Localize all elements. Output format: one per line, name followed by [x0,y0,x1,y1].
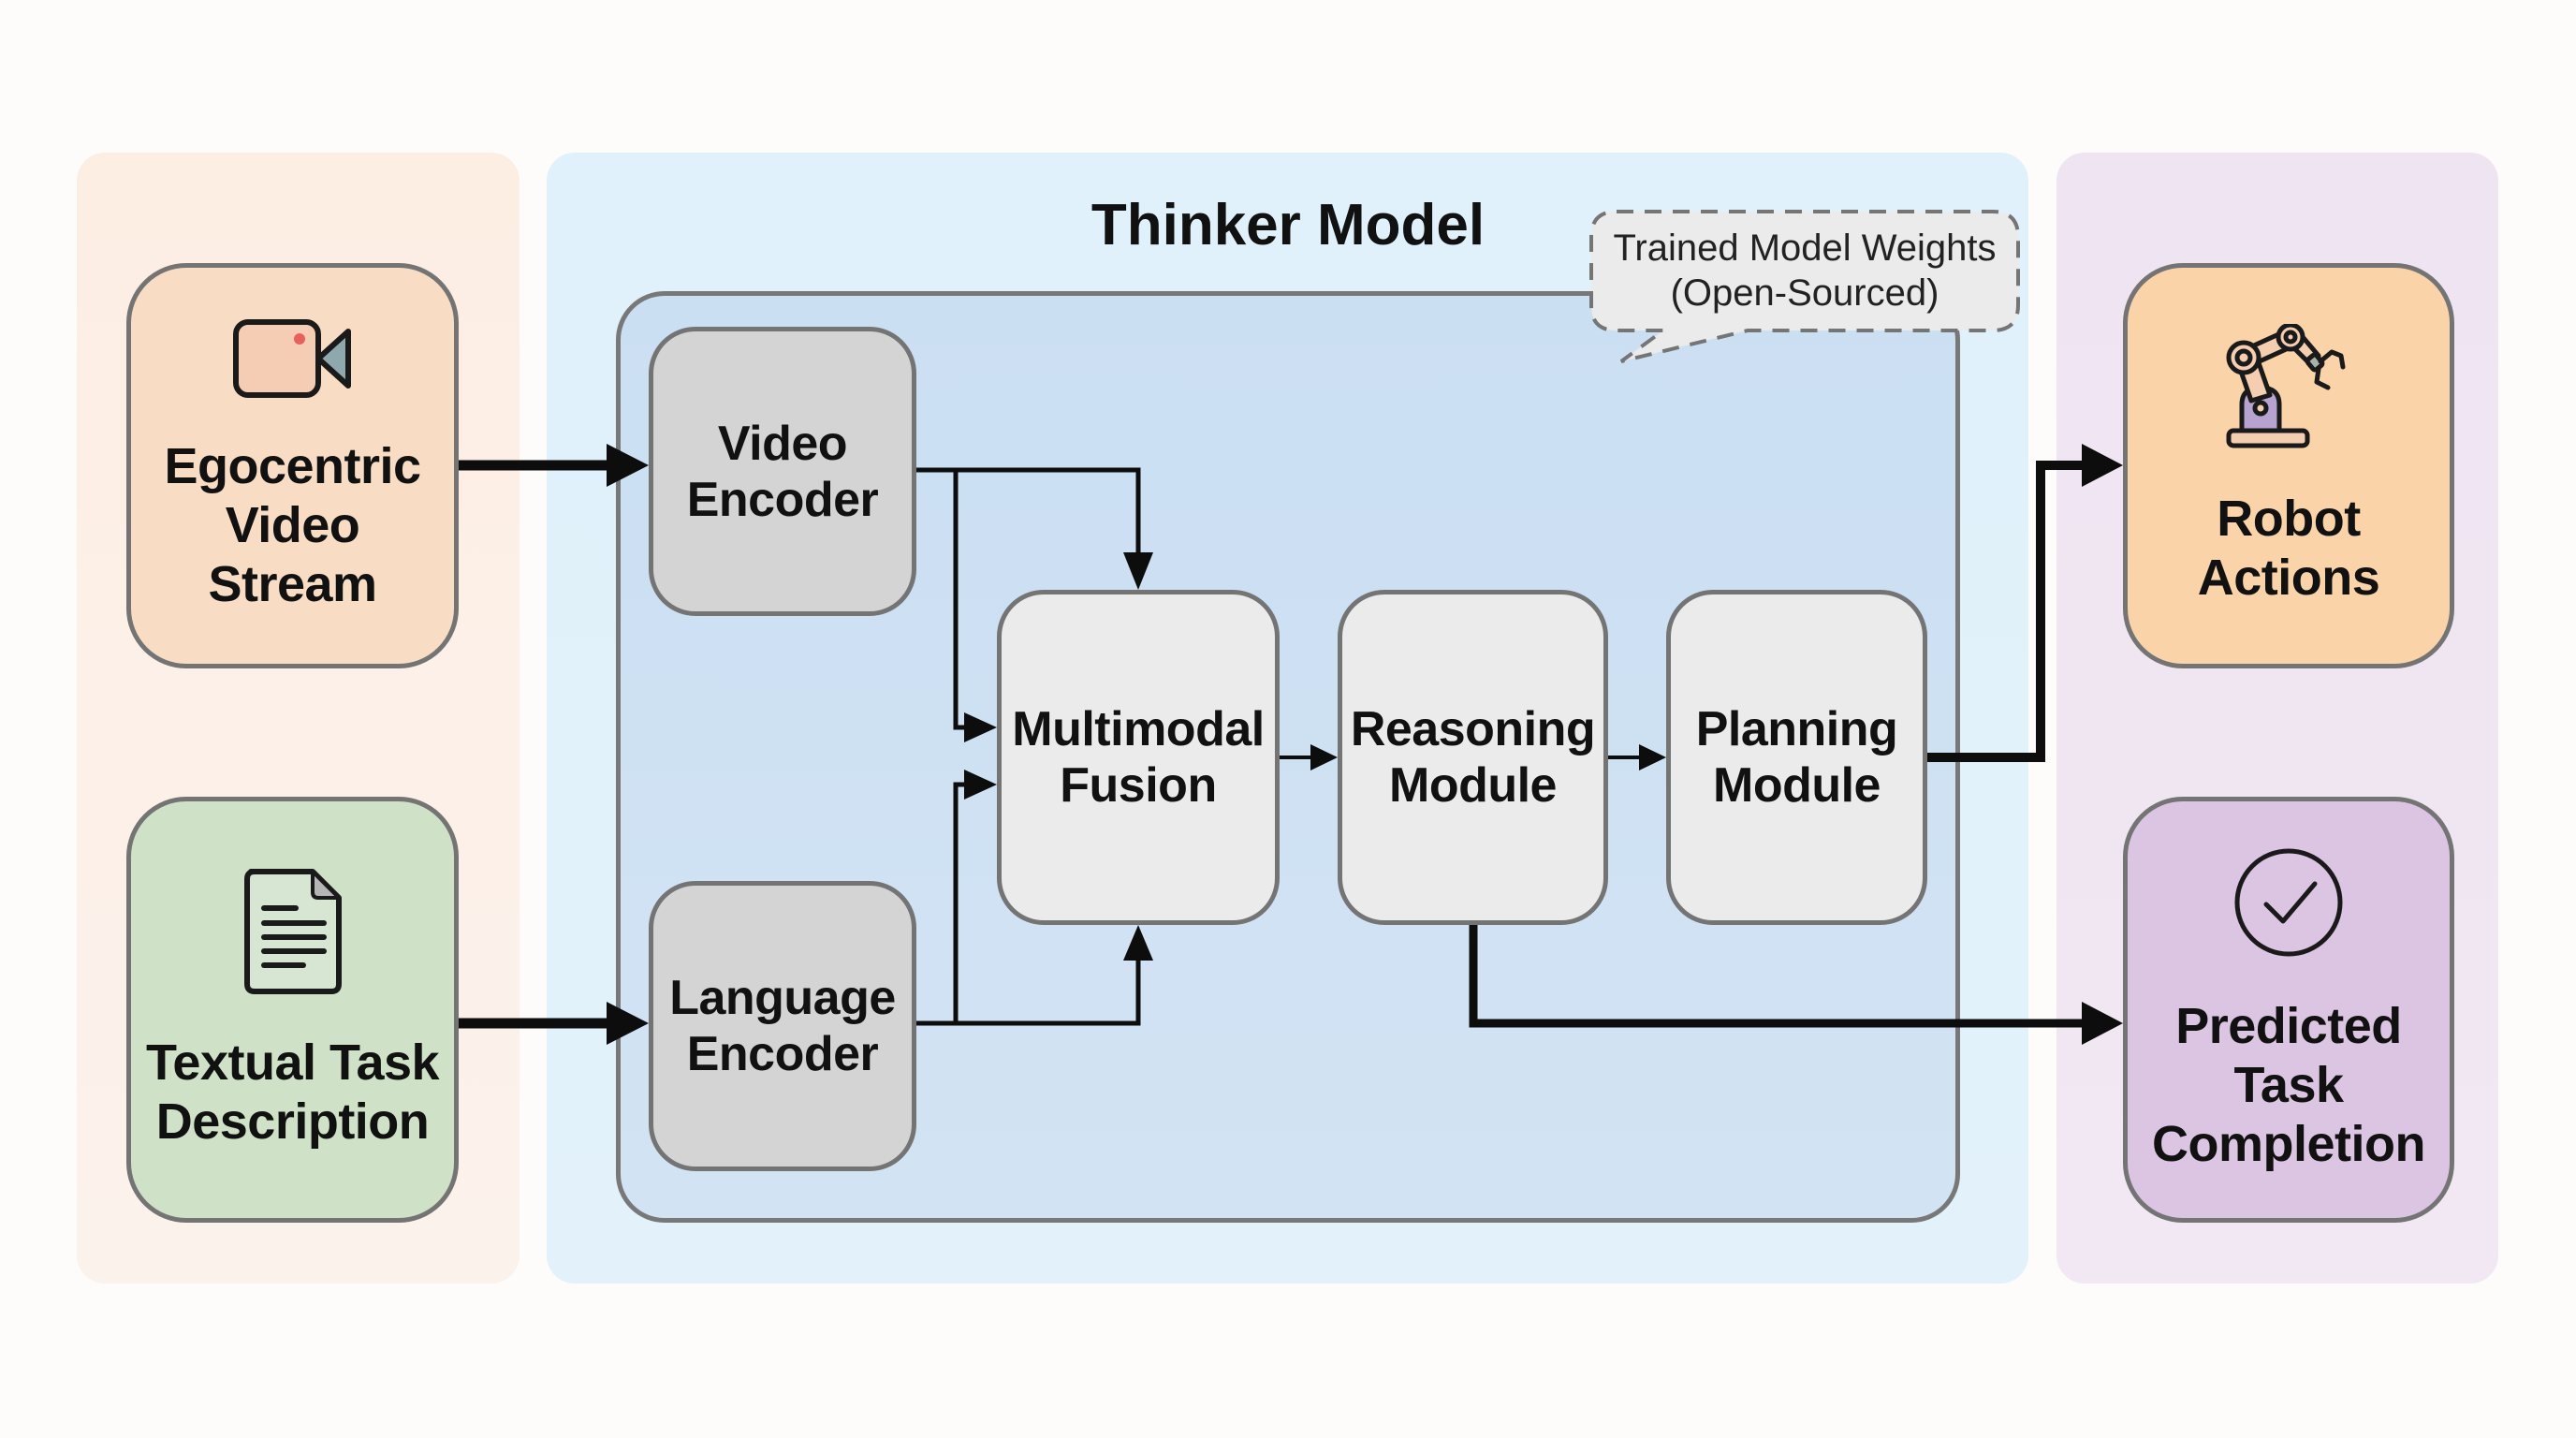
planning-module-box: Planning Module [1666,590,1927,925]
video-encoder-label: Video Encoder [686,416,879,527]
thinker-model-title: Thinker Model [1090,193,1486,257]
arrowhead-reasoning [1310,744,1338,770]
arrowhead-language-encoder [607,1002,649,1045]
video-camera-icon [232,318,354,404]
callout-line-2: (Open-Sourced) [1670,272,1939,314]
robot-actions-box: Robot Actions [2123,263,2454,668]
arrow-video-encoder-to-fusion-top [916,467,1141,566]
video-encoder-box: Video Encoder [649,327,916,616]
arrow-language-encoder-to-fusion-bottom [916,946,1141,1026]
arrowhead-fusion-left-upper [964,712,997,742]
check-circle-icon [2232,846,2345,963]
arrow-language-encoder-to-fusion-left [953,782,973,1023]
reasoning-module-label: Reasoning Module [1350,702,1596,813]
reasoning-module-box: Reasoning Module [1338,590,1608,925]
arrow-planning-to-robot-actions [1927,461,2092,762]
document-icon [242,868,344,1000]
robot-arm-icon [2223,322,2354,456]
arrowhead-fusion-bottom [1123,925,1153,961]
arrowhead-planning [1639,744,1666,770]
arrowhead-video-encoder [607,444,649,487]
robot-actions-label: Robot Actions [2197,491,2380,606]
arrowhead-fusion-left-lower [964,770,997,800]
callout-bubble [1589,210,2020,363]
multimodal-fusion-label: Multimodal Fusion [1012,702,1265,813]
arrowhead-fusion-top [1123,552,1153,590]
arrowhead-robot-actions [2082,444,2123,487]
arrow-video-encoder-to-fusion-left [953,470,973,730]
language-encoder-box: Language Encoder [649,881,916,1171]
arrowhead-predicted-completion [2082,1002,2123,1045]
predicted-task-completion-label: Predicted Task Completion [2152,997,2425,1172]
arrow-reasoning-to-predicted-completion [1469,925,2092,1028]
callout-line-1: Trained Model Weights [1613,227,1997,269]
model-weights-callout: Trained Model Weights (Open-Sourced) [1588,209,2021,363]
multimodal-fusion-box: Multimodal Fusion [997,590,1280,925]
egocentric-video-stream-box: Egocentric Video Stream [126,263,459,668]
predicted-task-completion-box: Predicted Task Completion [2123,797,2454,1223]
planning-module-label: Planning Module [1695,702,1898,813]
language-encoder-label: Language Encoder [669,971,896,1081]
textual-task-description-box: Textual Task Description [126,797,459,1223]
textual-task-description-label: Textual Task Description [145,1034,440,1150]
egocentric-video-stream-label: Egocentric Video Stream [164,437,421,612]
